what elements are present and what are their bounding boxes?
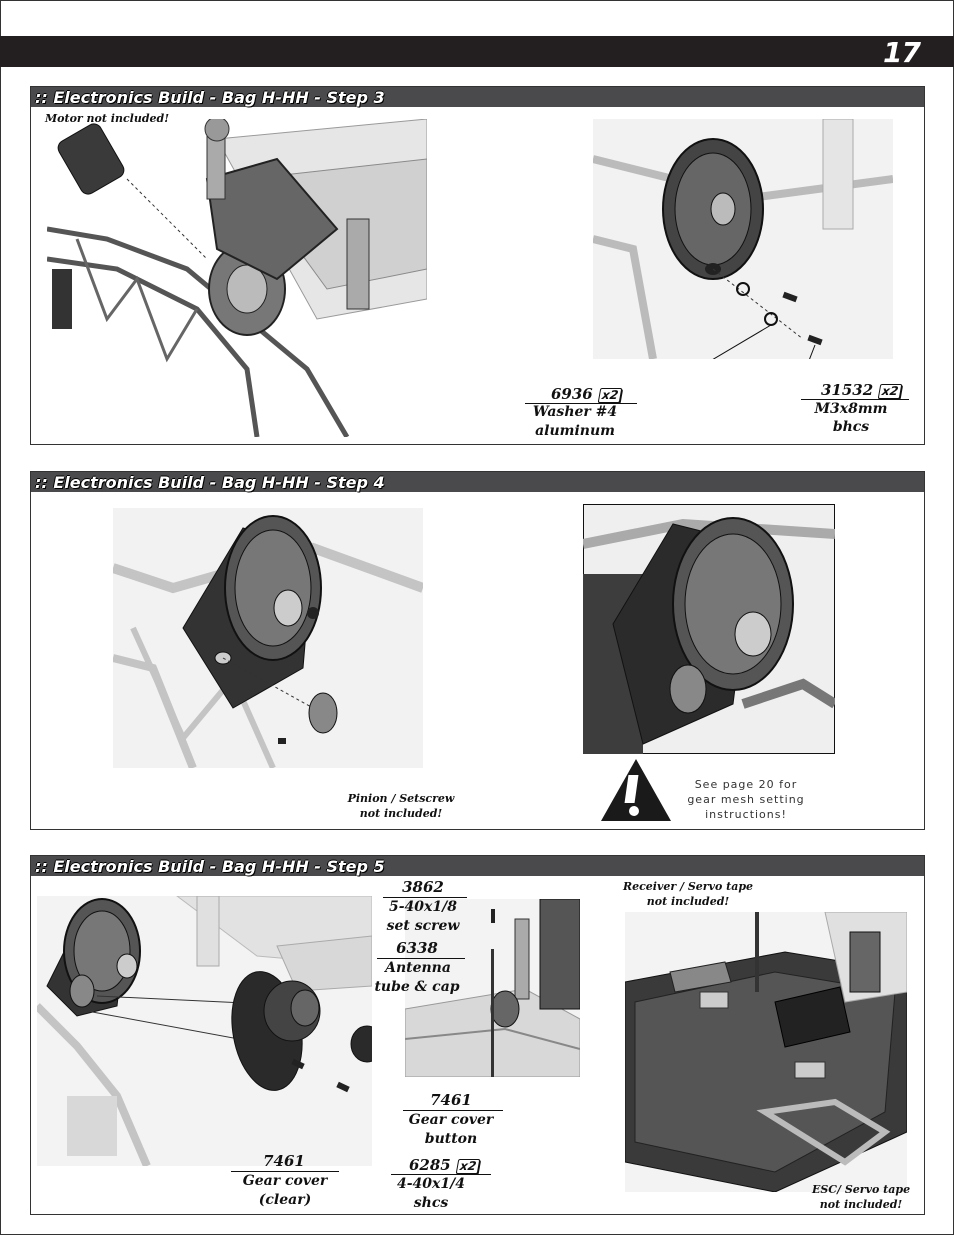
gear-button-part-number: 7461 bbox=[430, 1091, 472, 1109]
gear-button-rule bbox=[403, 1110, 503, 1111]
motor-note: Motor not included! bbox=[45, 112, 170, 125]
warning-triangle-icon bbox=[599, 757, 673, 823]
esc-note-1: ESC/ Servo tape bbox=[811, 1183, 911, 1196]
screw-desc-2: bhcs bbox=[832, 419, 870, 435]
washer-desc-2: aluminum bbox=[535, 423, 615, 439]
antenna-desc-2: tube & cap bbox=[374, 979, 460, 995]
step-5-header: :: Electronics Build - Bag H-HH - Step 5 bbox=[31, 856, 924, 876]
antenna-part-number: 6338 bbox=[396, 939, 438, 957]
step-4-title: :: Electronics Build - Bag H-HH - Step 4 bbox=[35, 473, 385, 492]
step-4-panel: :: Electronics Build - Bag H-HH - Step 4 bbox=[30, 471, 925, 830]
qty-badge: x2 bbox=[455, 1159, 481, 1174]
step-5-middle-illustration bbox=[405, 899, 580, 1077]
warning-note-1: See page 20 for bbox=[694, 778, 798, 791]
shcs-desc-2: shcs bbox=[413, 1195, 449, 1211]
step-4-left-illustration bbox=[113, 508, 423, 768]
setscrew-desc-1: 5-40x1/8 bbox=[389, 899, 457, 915]
step-5-panel: :: Electronics Build - Bag H-HH - Step 5 bbox=[30, 855, 925, 1215]
setscrew-desc-2: set screw bbox=[386, 918, 460, 934]
step-4-right-illustration bbox=[583, 504, 835, 754]
step-3-title: :: Electronics Build - Bag H-HH - Step 3 bbox=[35, 88, 385, 107]
antenna-desc-1: Antenna bbox=[385, 960, 451, 976]
header-bar bbox=[0, 36, 954, 67]
gear-cover-desc-1: Gear cover bbox=[242, 1173, 328, 1189]
gear-cover-rule bbox=[231, 1171, 339, 1172]
qty-badge: x2 bbox=[877, 384, 903, 399]
step-3-panel: :: Electronics Build - Bag H-HH - Step 3… bbox=[30, 86, 925, 445]
screw-rule bbox=[801, 399, 909, 400]
washer-desc-1: Washer #4 bbox=[532, 404, 618, 420]
step-5-right-illustration bbox=[625, 912, 907, 1192]
pinion-note-1: Pinion / Setscrew bbox=[347, 792, 455, 805]
setscrew-part-number: 3862 bbox=[402, 878, 444, 896]
screw-desc-1: M3x8mm bbox=[814, 401, 888, 417]
receiver-note-2: not included! bbox=[646, 895, 730, 908]
qty-badge: x2 bbox=[597, 388, 623, 403]
shcs-desc-1: 4-40x1/4 bbox=[397, 1176, 465, 1192]
esc-note-2: not included! bbox=[819, 1198, 903, 1211]
receiver-note-1: Receiver / Servo tape bbox=[622, 880, 754, 893]
pinion-note-2: not included! bbox=[359, 807, 443, 820]
gear-button-desc-1: Gear cover bbox=[408, 1112, 494, 1128]
washer-rule bbox=[525, 403, 637, 404]
antenna-rule bbox=[377, 958, 465, 959]
step-3-right-illustration bbox=[593, 119, 893, 359]
step-3-left-illustration bbox=[47, 119, 427, 437]
page-number: 17 bbox=[883, 36, 921, 69]
warning-note-2: gear mesh setting bbox=[687, 793, 805, 806]
warning-note-3: instructions! bbox=[705, 808, 787, 821]
shcs-rule bbox=[391, 1174, 491, 1175]
step-4-header: :: Electronics Build - Bag H-HH - Step 4 bbox=[31, 472, 924, 492]
step-5-title: :: Electronics Build - Bag H-HH - Step 5 bbox=[35, 857, 385, 876]
step-3-header: :: Electronics Build - Bag H-HH - Step 3 bbox=[31, 87, 924, 107]
gear-cover-desc-2: (clear) bbox=[258, 1192, 312, 1208]
gear-button-desc-2: button bbox=[424, 1131, 478, 1147]
step-5-left-illustration bbox=[37, 896, 372, 1166]
gear-cover-part-number: 7461 bbox=[263, 1152, 305, 1170]
setscrew-rule bbox=[383, 897, 467, 898]
